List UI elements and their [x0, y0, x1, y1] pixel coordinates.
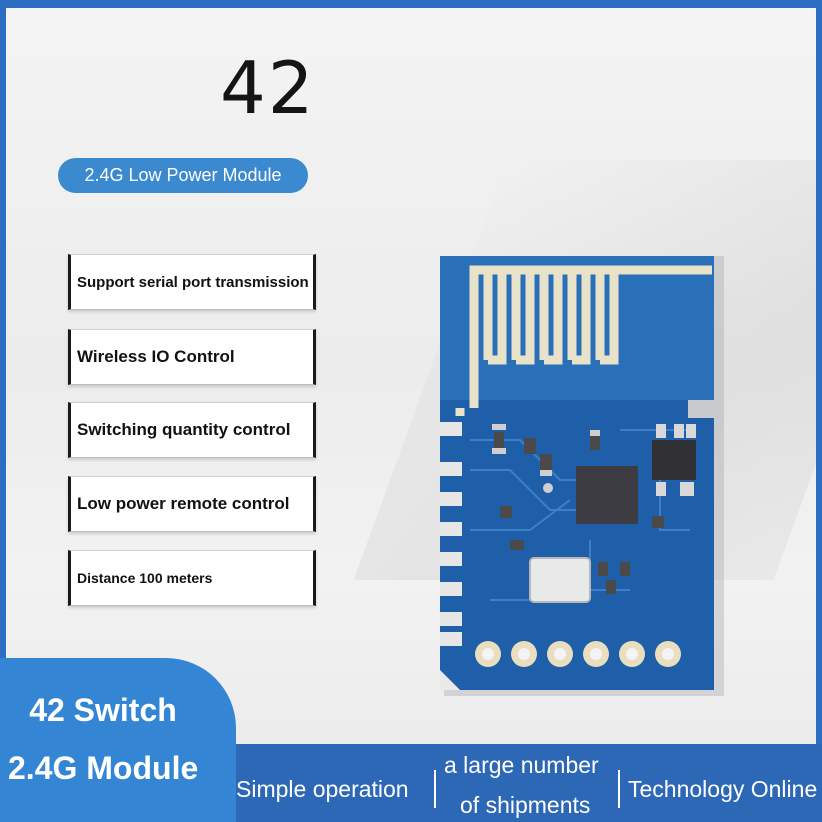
- pcb-crystal: [529, 557, 591, 603]
- band-divider: [618, 770, 620, 808]
- feature-switching-control: Switching quantity control: [68, 402, 316, 458]
- badge-title-line1: 42 Switch: [29, 692, 177, 728]
- pcb-small-components: [494, 432, 664, 594]
- right-border: [816, 0, 822, 822]
- subtitle-pill: 2.4G Low Power Module: [58, 158, 308, 193]
- top-border: [0, 0, 822, 8]
- badge-title-line2: 2.4G Module: [8, 750, 199, 786]
- pcb-pads: [492, 424, 600, 493]
- pcb-antenna-trace: [469, 265, 712, 408]
- band-shipments-line1: a large number: [444, 752, 599, 778]
- feature-wireless-io: Wireless IO Control: [68, 329, 316, 385]
- band-shipments-line2: of shipments: [460, 792, 591, 818]
- pcb-module-image: [440, 256, 724, 696]
- pcb-corner-notch: [440, 670, 460, 690]
- product-name-badge: [0, 658, 236, 822]
- feature-distance: Distance 100 meters: [68, 550, 316, 606]
- feature-serial-port: Support serial port transmission: [68, 254, 316, 310]
- pcb-regulator-pins: [656, 424, 696, 496]
- feature-low-power-remote: Low power remote control: [68, 476, 316, 532]
- band-divider: [434, 770, 436, 808]
- pcb-bottom-pads: [475, 641, 681, 667]
- pcb-antenna-area: [440, 256, 714, 418]
- band-simple-operation: Simple operation: [236, 776, 409, 802]
- pcb-left-pins: [440, 422, 462, 646]
- product-title: 42: [220, 46, 316, 130]
- pcb-board: [440, 400, 714, 690]
- pcb-main-chip: [576, 466, 638, 524]
- left-border: [0, 0, 6, 822]
- band-technology-online: Technology Online: [628, 776, 818, 802]
- pcb-regulator-chip: [652, 440, 696, 480]
